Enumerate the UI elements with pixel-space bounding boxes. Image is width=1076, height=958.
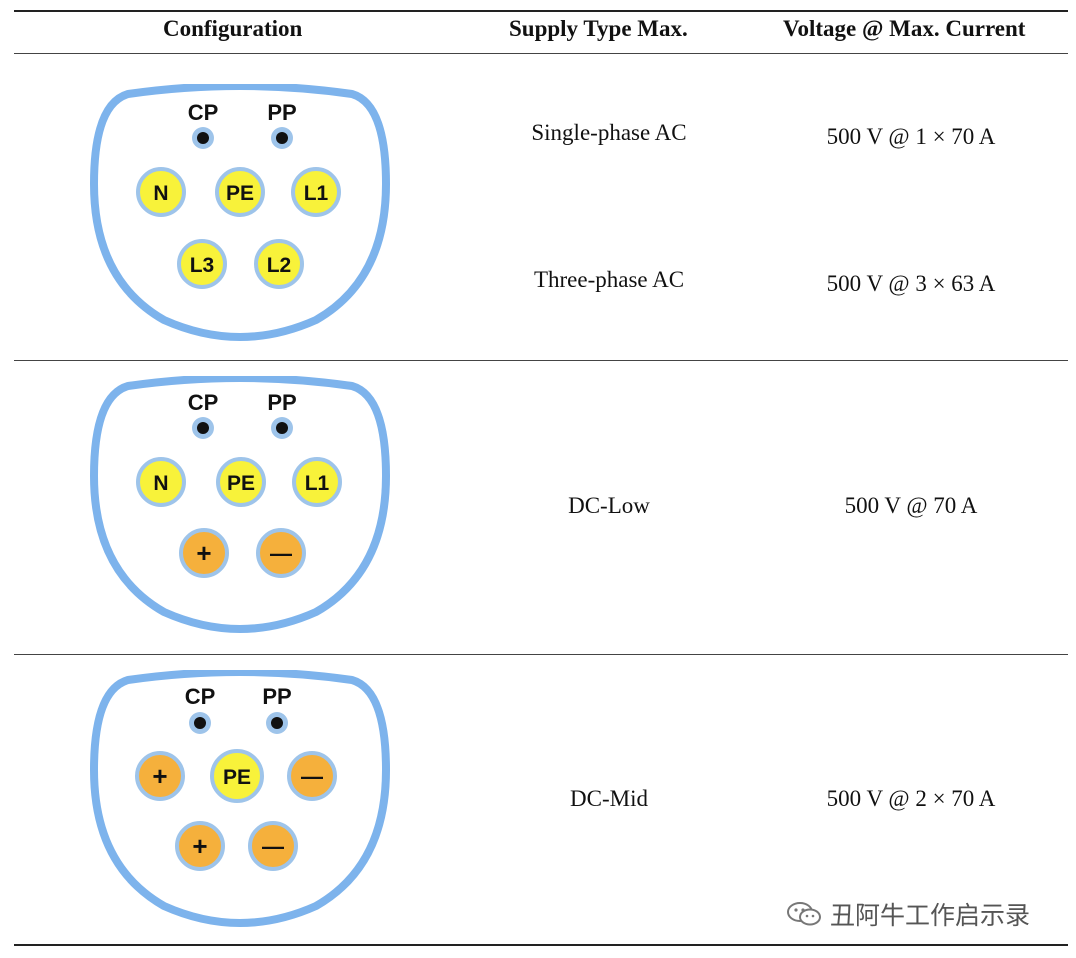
pin-n: N (136, 167, 186, 217)
svg-text:N: N (153, 182, 168, 205)
voltage-single-phase-ac: 500 V @ 1 × 70 A (826, 124, 996, 149)
header-supply-type: Supply Type Max. (509, 16, 688, 41)
voltage-dc-mid: 500 V @ 2 × 70 A (826, 786, 996, 811)
cp-label: CP (188, 100, 219, 125)
row-divider-2 (14, 654, 1068, 655)
header-rule (14, 53, 1068, 54)
pin-l1: L1 (292, 457, 342, 507)
pin-l3: L3 (177, 239, 227, 289)
row-divider-1 (14, 360, 1068, 361)
svg-text:—: — (270, 541, 292, 566)
svg-text:L2: L2 (267, 254, 292, 277)
pin-dc-minus-2: — (248, 821, 298, 871)
pin-pe: PE (216, 457, 266, 507)
pp-label: PP (267, 100, 296, 125)
pin-dc-plus: + (135, 751, 185, 801)
svg-text:+: + (196, 538, 211, 568)
svg-text:N: N (153, 472, 168, 495)
table-top-rule (14, 10, 1068, 12)
watermark: 丑阿牛工作启示录 (786, 896, 1030, 932)
svg-text:—: — (262, 834, 284, 859)
svg-text:L3: L3 (190, 254, 215, 277)
svg-text:—: — (301, 764, 323, 789)
pin-l2: L2 (254, 239, 304, 289)
svg-text:L1: L1 (304, 182, 329, 205)
svg-text:PE: PE (223, 766, 251, 789)
cp-label: CP (188, 390, 219, 415)
wechat-icon (787, 902, 821, 926)
voltage-dc-low: 500 V @ 70 A (844, 493, 978, 518)
pin-dc-minus: — (256, 528, 306, 578)
table-bottom-rule (14, 944, 1068, 946)
pin-l1: L1 (291, 167, 341, 217)
pin-pe: PE (210, 749, 264, 803)
supply-dc-low: DC-Low (568, 493, 650, 518)
supply-three-phase-ac: Three-phase AC (533, 267, 685, 292)
supply-single-phase-ac: Single-phase AC (531, 120, 687, 145)
svg-text:+: + (192, 831, 207, 861)
svg-text:PE: PE (226, 182, 254, 205)
pin-n: N (136, 457, 186, 507)
svg-text:PE: PE (227, 472, 255, 495)
svg-text:+: + (152, 761, 167, 791)
header-voltage: Voltage @ Max. Current (783, 16, 1026, 41)
header-configuration: Configuration (163, 16, 303, 41)
connector-diagram-ac: CP PP N PE L1 L3 L2 (88, 84, 392, 346)
pp-label: PP (262, 684, 291, 709)
pin-pe: PE (215, 167, 265, 217)
voltage-three-phase-ac: 500 V @ 3 × 63 A (826, 271, 996, 296)
connector-diagram-dc-mid: CP PP + PE — + — (88, 670, 392, 932)
pin-dc-plus: + (179, 528, 229, 578)
watermark-text: 丑阿牛工作启示录 (830, 901, 1031, 930)
pin-dc-plus-2: + (175, 821, 225, 871)
cp-label: CP (185, 684, 216, 709)
supply-dc-mid: DC-Mid (570, 786, 648, 811)
svg-text:L1: L1 (305, 472, 330, 495)
connector-diagram-dc-low: CP PP N PE L1 + — (88, 376, 392, 638)
pp-label: PP (267, 390, 296, 415)
pin-dc-minus: — (287, 751, 337, 801)
